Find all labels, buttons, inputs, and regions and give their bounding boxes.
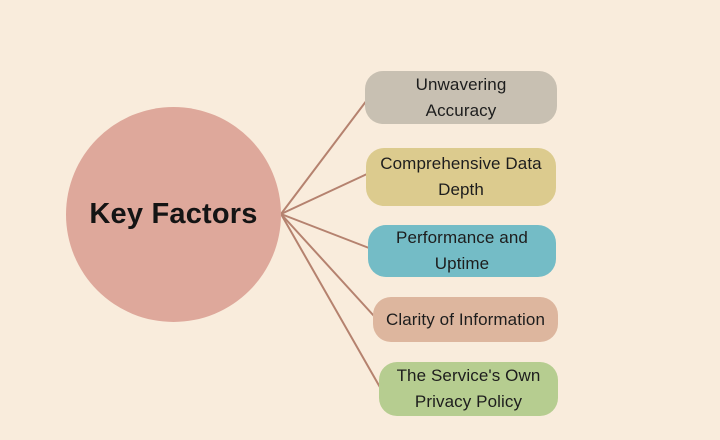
factor-label-line: Depth <box>438 180 484 199</box>
connector-line-clarity-of-information <box>280 213 375 317</box>
factor-label-line: Accuracy <box>425 100 497 120</box>
factor-node-unwavering-accuracy[interactable]: Unwavering Accuracy <box>365 71 557 124</box>
factor-label-line: Unwavering <box>415 74 507 94</box>
factor-node-comprehensive-data-depth[interactable]: Comprehensive Data Depth <box>366 148 556 206</box>
factor-label-line: The Service's Own <box>396 366 541 385</box>
connector-line-unwavering-accuracy <box>280 99 368 215</box>
factor-label-line: Uptime <box>434 254 490 273</box>
connector-line-privacy-policy <box>280 213 382 390</box>
factor-label-line: Performance and <box>396 228 528 247</box>
connector-line-performance-and-uptime <box>280 213 370 249</box>
central-topic-circle[interactable]: Key Factors <box>66 107 281 322</box>
factor-node-performance-and-uptime[interactable]: Performance and Uptime <box>368 225 556 277</box>
connector-line-comprehensive-data-depth <box>280 173 368 215</box>
factor-node-privacy-policy[interactable]: The Service's Own Privacy Policy <box>379 362 558 416</box>
factor-node-clarity-of-information[interactable]: Clarity of Information <box>373 297 558 342</box>
factor-label-line: Comprehensive Data <box>380 154 542 173</box>
factor-label-line: Privacy Policy <box>414 392 523 411</box>
central-topic-label: Key Factors <box>89 198 258 230</box>
factor-label-line: Clarity of Information <box>385 309 546 329</box>
